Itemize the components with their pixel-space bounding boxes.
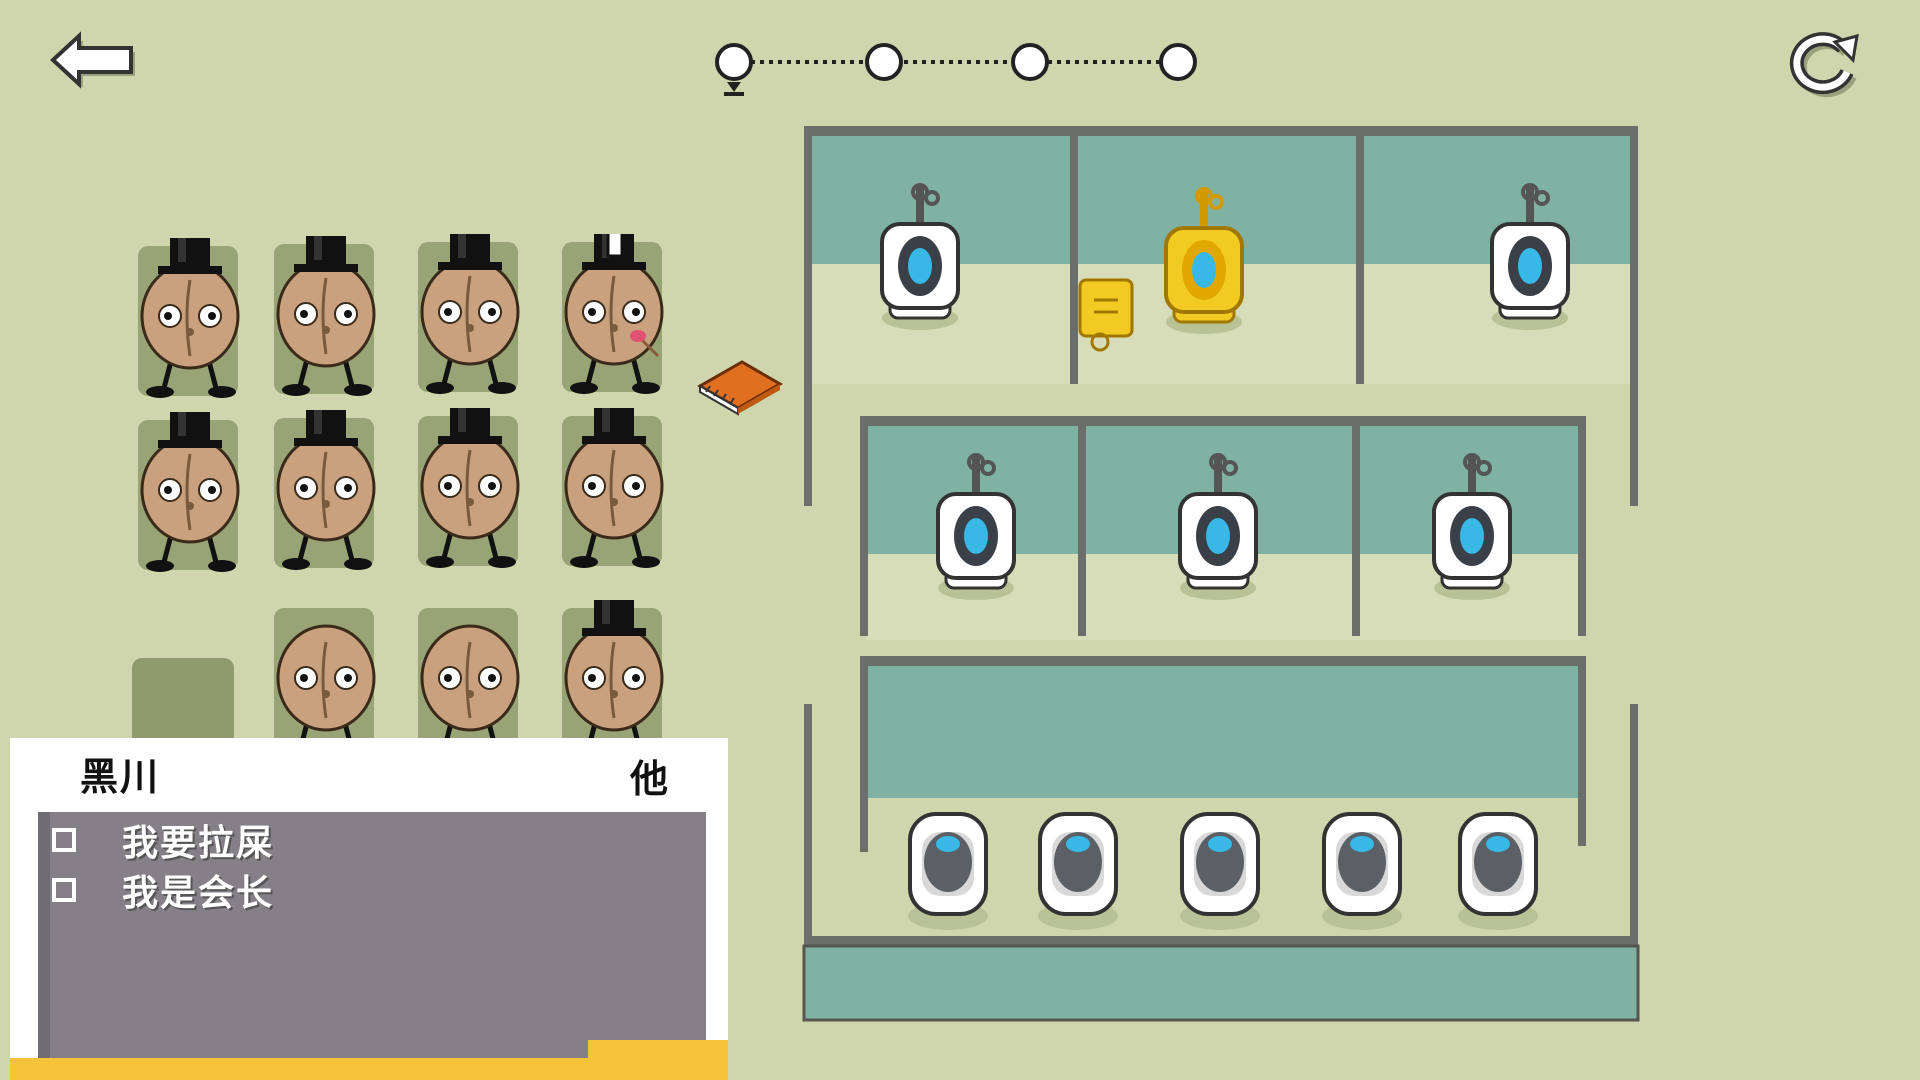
plunger-icon (638, 336, 660, 358)
empty-slot (132, 658, 234, 748)
progress-step-4 (1159, 43, 1197, 81)
squat-toilet[interactable] (1036, 812, 1120, 932)
squat-toilet[interactable] (1456, 812, 1540, 932)
restroom-map (802, 126, 1640, 1022)
character-with-hat[interactable] (136, 238, 246, 398)
dialog-option-1[interactable]: 我要拉屎 (52, 818, 274, 864)
character[interactable] (416, 600, 526, 760)
dialog-options-area (38, 812, 706, 1074)
restart-icon (1789, 32, 1859, 98)
option-label: 我要拉屎 (122, 823, 275, 864)
progress-step-2 (865, 43, 903, 81)
dialog-accent (588, 1040, 728, 1058)
back-arrow-icon (50, 31, 135, 89)
middle-stall-row (860, 416, 1586, 640)
back-button[interactable] (45, 30, 145, 90)
level-progress (715, 43, 1197, 96)
progress-step-3 (1011, 43, 1049, 81)
character-with-hat[interactable] (272, 410, 382, 570)
character-with-hat[interactable] (136, 412, 246, 572)
squat-toilet[interactable] (1178, 812, 1262, 932)
selected-character-kurokawa[interactable] (560, 234, 670, 394)
character-with-hat[interactable] (416, 234, 526, 394)
speaker-name: 黑川 (80, 755, 161, 799)
squat-toilet[interactable] (906, 812, 990, 932)
dialog-inner-edge (38, 812, 50, 1074)
character-with-hat[interactable] (560, 408, 670, 568)
character-with-hat[interactable] (272, 236, 382, 396)
target-name: 他 (629, 757, 668, 801)
option-label: 我是会长 (122, 873, 275, 914)
selected-arrow-icon (606, 234, 624, 258)
option-checkbox[interactable] (52, 828, 76, 852)
notebook-item[interactable] (696, 356, 784, 416)
dialog-accent-bar (10, 1058, 728, 1080)
lower-squat-row (802, 656, 1640, 1022)
dialog-panel: 黑川 他 我要拉屎 我是会长 (10, 738, 728, 1080)
character[interactable] (272, 600, 382, 760)
squat-toilet[interactable] (1320, 812, 1404, 932)
dialog-option-2[interactable]: 我是会长 (52, 868, 274, 914)
progress-step-1 (715, 43, 753, 96)
character-with-hat[interactable] (416, 408, 526, 568)
restart-button[interactable] (1785, 28, 1865, 98)
option-checkbox[interactable] (52, 878, 76, 902)
character-with-hat[interactable] (560, 600, 670, 760)
upper-stall-row (804, 126, 1638, 506)
gold-sign[interactable] (1078, 278, 1134, 352)
